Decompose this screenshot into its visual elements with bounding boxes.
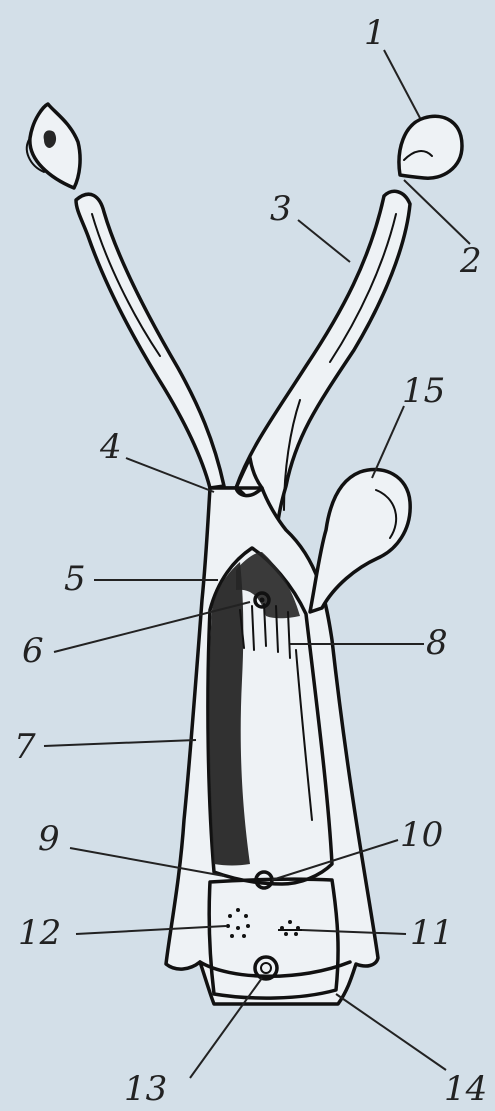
label-15: 15: [402, 371, 445, 411]
label-2: 2: [459, 241, 482, 281]
label-1: 1: [364, 13, 386, 53]
label-11: 11: [410, 913, 453, 953]
label-4: 4: [99, 427, 122, 467]
right-ovary: [399, 116, 462, 178]
label-6: 6: [22, 631, 44, 671]
label-9: 9: [38, 819, 60, 859]
label-14: 14: [444, 1069, 487, 1109]
label-8: 8: [426, 623, 448, 663]
label-13: 13: [124, 1069, 167, 1109]
label-7: 7: [14, 727, 36, 767]
left-ovary: [27, 104, 80, 188]
left-oviduct: [76, 194, 224, 488]
label-12: 12: [18, 913, 61, 953]
label-10: 10: [400, 815, 443, 855]
sac: [310, 470, 410, 612]
label-5: 5: [64, 559, 86, 599]
label-3: 3: [270, 189, 292, 229]
